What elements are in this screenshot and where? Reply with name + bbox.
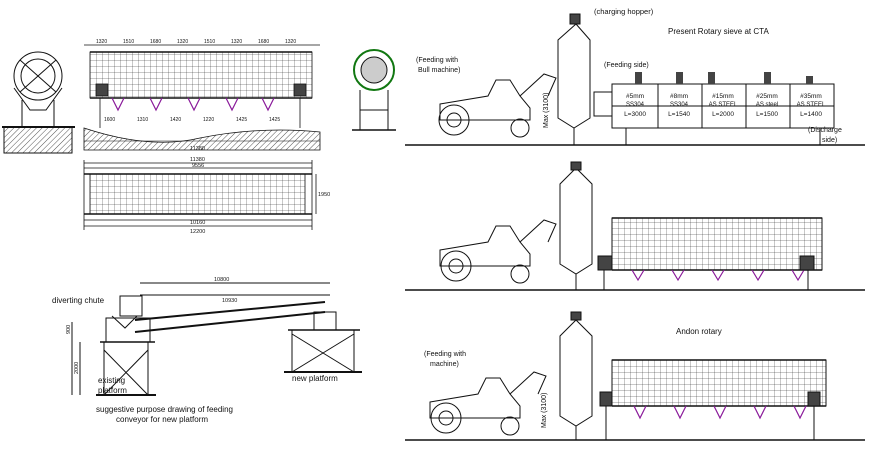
dim-top-3: 1320 bbox=[177, 39, 188, 45]
caption-line-1: suggestive purpose drawing of feeding bbox=[96, 405, 233, 414]
dim-top-7: 1320 bbox=[285, 39, 296, 45]
dim-bottom-3: 1220 bbox=[203, 117, 214, 123]
charging-hopper-label: (charging hopper) bbox=[594, 7, 654, 16]
dim-bottom-1: 1310 bbox=[137, 117, 148, 123]
discharge-side-label-2: side) bbox=[822, 137, 837, 144]
drum-plan-view bbox=[83, 160, 317, 230]
existing-platform-label-1: existing bbox=[98, 376, 125, 385]
dim-conveyor-1: 10800 bbox=[214, 277, 229, 283]
dim-overall-top: 11380 bbox=[190, 146, 205, 152]
sieve-size-0: #5mm bbox=[626, 93, 644, 100]
sieve-size-3: #25mm bbox=[756, 93, 778, 100]
top-dimension-row: 1320 1510 1680 1320 1510 1320 1680 1320 bbox=[96, 39, 296, 45]
sieve-length-1: L=1540 bbox=[668, 111, 690, 118]
sieve-length-0: L=3000 bbox=[624, 111, 646, 118]
dim-bottom-2: 1420 bbox=[170, 117, 181, 123]
andon-rotary-elevation bbox=[405, 311, 865, 441]
sieve-material-1: SS304 bbox=[670, 102, 689, 108]
dim-top-1: 1510 bbox=[123, 39, 134, 45]
dim-plan-bottom-1: 10160 bbox=[190, 220, 205, 226]
dim-top-5: 1320 bbox=[231, 39, 242, 45]
dim-top-4: 1510 bbox=[204, 39, 215, 45]
sieve-size-2: #15mm bbox=[712, 93, 734, 100]
sieve-material-2: AS STEEL bbox=[709, 102, 738, 108]
dim-bottom-4: 1425 bbox=[236, 117, 247, 123]
sieve-size-4: #35mm bbox=[800, 93, 822, 100]
dim-top-0: 1320 bbox=[96, 39, 107, 45]
feeding-machine-label-2: machine) bbox=[430, 361, 459, 368]
dim-top-6: 1680 bbox=[258, 39, 269, 45]
max-height-top: Max (3100) bbox=[543, 93, 550, 128]
caption-line-2: conveyor for new platform bbox=[116, 415, 208, 424]
feeding-bull-label-2: Bull machine) bbox=[418, 67, 460, 74]
drum-end-view-left bbox=[2, 51, 75, 154]
dim-conveyor-h2: 2000 bbox=[74, 362, 80, 374]
sieve-length-2: L=2000 bbox=[712, 111, 734, 118]
feeding-side-label: (Feeding side) bbox=[604, 62, 649, 69]
feeding-bull-label-1: (Feeding with bbox=[416, 57, 458, 64]
dim-bottom-0: 1600 bbox=[104, 117, 115, 123]
dim-plan-top-2: 9556 bbox=[192, 163, 204, 169]
dim-conveyor-h1: 900 bbox=[66, 325, 72, 334]
drum-end-view-right bbox=[352, 49, 396, 131]
dim-plan-side: 1950 bbox=[318, 192, 330, 198]
sieve-size-1: #8mm bbox=[670, 93, 688, 100]
andon-rotary-label: Andon rotary bbox=[676, 327, 722, 336]
sieve-material-0: SS304 bbox=[626, 102, 645, 108]
present-sieve-title: Present Rotary sieve at CTA bbox=[668, 27, 769, 36]
dim-bottom-5: 1425 bbox=[269, 117, 280, 123]
sieve-length-3: L=1500 bbox=[756, 111, 778, 118]
sieve-material-3: AS steel bbox=[756, 102, 778, 108]
sieve-material-4: AS STEEL bbox=[797, 102, 826, 108]
max-height-bottom: Max (3100) bbox=[541, 393, 548, 428]
feeding-conveyor-drawing bbox=[71, 282, 362, 396]
rotary-sieve-elevation-middle bbox=[405, 161, 865, 291]
dim-plan-top-1: 11380 bbox=[190, 157, 205, 163]
diverting-chute-label: diverting chute bbox=[52, 296, 105, 305]
new-platform-label: new platform bbox=[292, 374, 338, 383]
bottom-dimension-row: 1600 1310 1420 1220 1425 1425 bbox=[104, 117, 280, 123]
dim-plan-bottom-2: 12200 bbox=[190, 229, 205, 235]
sieve-length-4: L=1400 bbox=[800, 111, 822, 118]
dim-top-2: 1680 bbox=[150, 39, 161, 45]
discharge-side-label-1: (Discharge bbox=[808, 127, 842, 134]
drum-elevation-top bbox=[83, 44, 321, 151]
existing-platform-label-2: platform bbox=[98, 386, 127, 395]
dim-conveyor-2: 10930 bbox=[222, 298, 237, 304]
feeding-machine-label-1: (Feeding with bbox=[424, 351, 466, 358]
present-sieve-elevation bbox=[405, 13, 865, 146]
